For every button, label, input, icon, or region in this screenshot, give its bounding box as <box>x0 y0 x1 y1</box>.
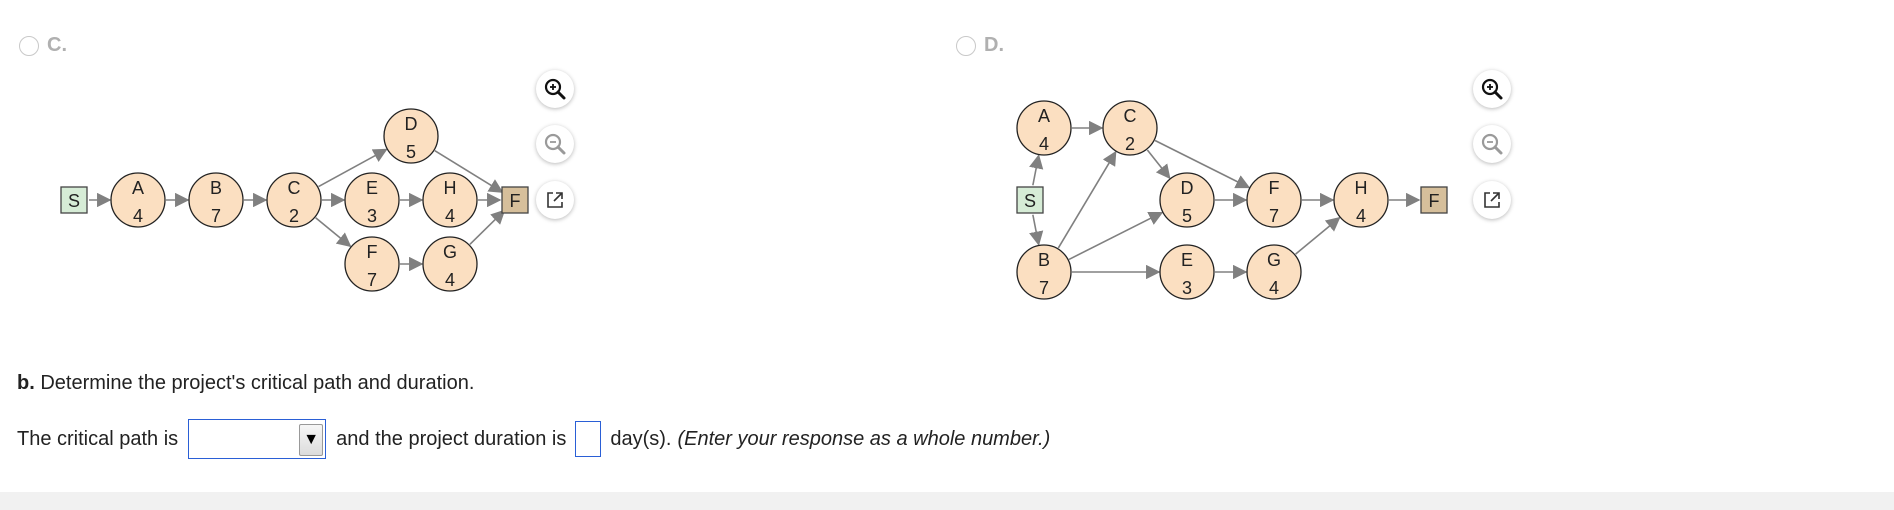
svg-text:F: F <box>510 191 521 211</box>
start-node-s: S <box>1016 186 1044 214</box>
activity-node-b: B7 <box>1016 244 1072 300</box>
option-c-label: C. <box>47 34 67 56</box>
footer-bar <box>0 492 1894 510</box>
svg-text:4: 4 <box>445 206 455 226</box>
finish-node-fin: F <box>501 186 529 214</box>
activity-node-e: E3 <box>344 172 400 228</box>
edge-s-a <box>1029 154 1044 186</box>
svg-text:A: A <box>1038 106 1050 126</box>
activity-node-b: B7 <box>188 172 244 228</box>
activity-node-h: H4 <box>1333 172 1389 228</box>
svg-text:A: A <box>132 178 144 198</box>
activity-node-d: D5 <box>383 108 439 164</box>
svg-text:3: 3 <box>1182 278 1192 298</box>
svg-text:7: 7 <box>211 206 221 226</box>
option-d-label: D. <box>984 34 1004 56</box>
external-link-icon <box>1484 192 1500 208</box>
zoom-in-icon <box>544 78 566 100</box>
question-text: b. Determine the project's critical path… <box>17 372 474 395</box>
activity-node-f1: F7 <box>344 236 400 292</box>
activity-node-a: A4 <box>1016 100 1072 156</box>
svg-text:4: 4 <box>445 270 455 290</box>
zoom-out-button-c[interactable] <box>536 125 574 163</box>
svg-text:B: B <box>1038 250 1050 270</box>
edge-c-d <box>1146 149 1171 180</box>
svg-text:7: 7 <box>1269 206 1279 226</box>
svg-text:E: E <box>1181 250 1193 270</box>
edge-s-b <box>1029 214 1044 246</box>
open-external-button-d[interactable] <box>1473 181 1511 219</box>
svg-text:2: 2 <box>289 206 299 226</box>
duration-label: and the project duration is <box>336 427 567 450</box>
option-c-radio[interactable] <box>19 35 39 56</box>
activity-node-g: G4 <box>422 236 478 292</box>
svg-text:D: D <box>405 114 418 134</box>
zoom-out-button-d[interactable] <box>1473 125 1511 163</box>
svg-text:G: G <box>1267 250 1281 270</box>
svg-text:C: C <box>288 178 301 198</box>
activity-node-c: C2 <box>266 172 322 228</box>
edge-g-h <box>1295 216 1341 255</box>
edge-c-f1 <box>1154 139 1251 189</box>
zoom-out-icon <box>544 133 566 155</box>
edge-b-d <box>1068 211 1164 261</box>
zoom-in-button-d[interactable] <box>1473 70 1511 108</box>
finish-node-fin: F <box>1420 186 1448 214</box>
unit-label: day(s). <box>610 427 672 450</box>
svg-text:E: E <box>366 178 378 198</box>
zoom-in-button-c[interactable] <box>536 70 574 108</box>
dropdown-arrow-icon[interactable]: ▼ <box>299 424 324 456</box>
edge-b-c <box>1057 150 1117 249</box>
svg-text:4: 4 <box>1039 134 1049 154</box>
activity-node-g: G4 <box>1246 244 1302 300</box>
svg-text:G: G <box>443 242 457 262</box>
svg-text:C: C <box>1124 106 1137 126</box>
option-d-radio[interactable] <box>956 35 976 56</box>
svg-text:5: 5 <box>1182 206 1192 226</box>
activity-node-h: H4 <box>422 172 478 228</box>
question-prefix: b. <box>17 372 35 394</box>
external-link-icon <box>547 192 563 208</box>
svg-text:F: F <box>1269 178 1280 198</box>
svg-text:3: 3 <box>367 206 377 226</box>
critical-path-dropdown[interactable]: ▼ <box>188 419 327 459</box>
critical-path-label: The critical path is <box>17 427 179 450</box>
zoom-out-icon <box>1481 133 1503 155</box>
option-c[interactable]: C. <box>19 34 67 57</box>
svg-text:5: 5 <box>406 142 416 162</box>
open-external-button-c[interactable] <box>536 181 574 219</box>
activity-node-a: A4 <box>110 172 166 228</box>
option-d[interactable]: D. <box>956 34 1004 57</box>
svg-text:4: 4 <box>1269 278 1279 298</box>
question-body: Determine the project's critical path an… <box>34 372 475 394</box>
svg-text:B: B <box>210 178 222 198</box>
svg-text:4: 4 <box>133 206 143 226</box>
svg-text:2: 2 <box>1125 134 1135 154</box>
start-node-s: S <box>60 186 88 214</box>
edge-g-fin <box>469 209 506 245</box>
activity-node-c: C2 <box>1102 100 1158 156</box>
svg-text:D: D <box>1181 178 1194 198</box>
svg-text:H: H <box>444 178 457 198</box>
svg-text:F: F <box>367 242 378 262</box>
svg-text:7: 7 <box>367 270 377 290</box>
svg-text:S: S <box>1024 191 1036 211</box>
edge-c-f1 <box>315 217 352 248</box>
edge-c-d <box>318 148 388 188</box>
svg-text:F: F <box>1429 191 1440 211</box>
svg-text:4: 4 <box>1356 206 1366 226</box>
duration-input[interactable] <box>575 421 602 457</box>
edge-d-fin <box>434 149 504 193</box>
activity-node-f1: F7 <box>1246 172 1302 228</box>
activity-node-d: D5 <box>1159 172 1215 228</box>
svg-text:H: H <box>1355 178 1368 198</box>
answer-line: The critical path is ▼ and the project d… <box>17 418 1050 460</box>
svg-text:7: 7 <box>1039 278 1049 298</box>
answer-hint: (Enter your response as a whole number.) <box>677 427 1051 450</box>
zoom-in-icon <box>1481 78 1503 100</box>
activity-node-e: E3 <box>1159 244 1215 300</box>
svg-text:S: S <box>68 191 80 211</box>
